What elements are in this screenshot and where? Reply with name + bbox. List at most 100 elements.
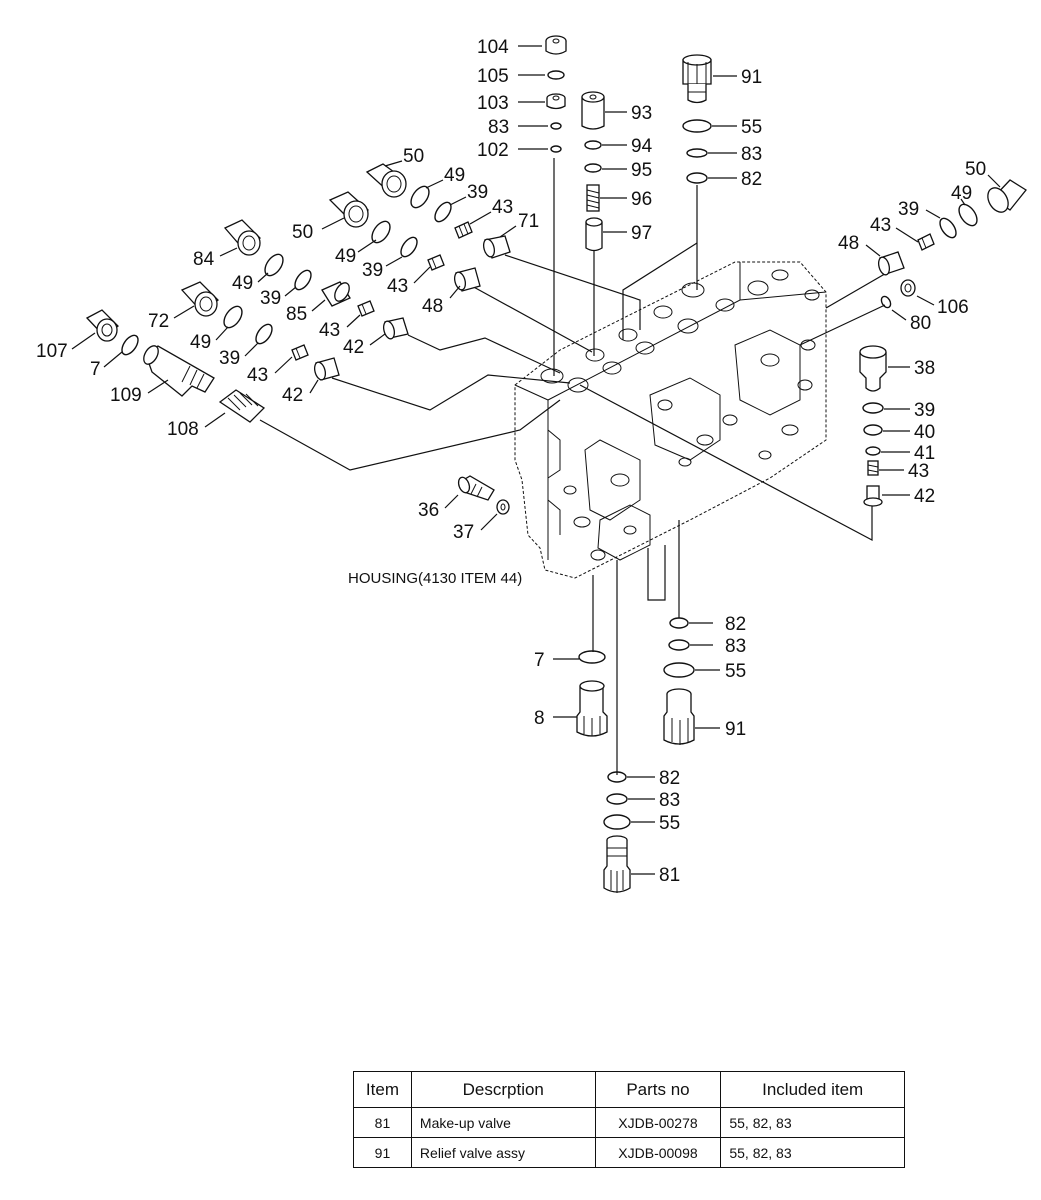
callout-55: 55 [741, 117, 762, 138]
callout-105: 105 [477, 66, 509, 87]
o-ring-83-bottom [606, 793, 628, 805]
callout-43: 43 [908, 461, 929, 482]
plug-72 [180, 281, 219, 317]
callout-leaders [71, 45, 1001, 875]
poppet-97 [585, 217, 603, 252]
spring-43f [867, 460, 879, 476]
o-ring-39d [255, 323, 273, 345]
o-ring-102 [550, 145, 562, 153]
callout-48: 48 [422, 296, 443, 317]
sleeve-93 [581, 91, 605, 130]
callout-108: 108 [167, 419, 199, 440]
cell-description: Make-up valve [410, 1107, 596, 1138]
piston-42c [863, 485, 883, 507]
callout-104: 104 [477, 37, 509, 58]
leader-lines [259, 158, 896, 775]
piston-48b [877, 251, 905, 276]
callout-95: 95 [631, 160, 652, 181]
callout-102: 102 [477, 140, 509, 161]
spring-108 [218, 389, 266, 423]
cell-parts-no: XJDB-00278 [594, 1107, 722, 1138]
header-parts-no: Parts no [594, 1071, 722, 1108]
housing-caption: HOUSING(4130 ITEM 44) [348, 570, 522, 587]
callout-83: 83 [725, 636, 746, 657]
o-ring-95 [584, 163, 602, 173]
header-description: Descrption [410, 1071, 596, 1108]
spring-43b [427, 254, 445, 271]
plug-107 [85, 309, 120, 342]
spring-96 [586, 184, 600, 212]
callout-55: 55 [659, 813, 680, 834]
callout-50: 50 [965, 159, 986, 180]
o-ring-55-top [682, 119, 712, 133]
table-row: 91 Relief valve assy XJDB-00098 55, 82, … [353, 1137, 905, 1168]
callout-39: 39 [898, 199, 919, 220]
piston-42a [382, 317, 409, 340]
header-item: Item [353, 1071, 412, 1108]
callout-83: 83 [741, 144, 762, 165]
o-ring-49e [958, 203, 978, 227]
make-up-valve-81 [603, 835, 631, 893]
o-ring-39a [434, 201, 452, 223]
o-ring-49d [223, 305, 243, 329]
callout-49: 49 [190, 332, 211, 353]
relief-valve-91-top [682, 54, 712, 104]
callout-48: 48 [838, 233, 859, 254]
callout-39: 39 [914, 400, 935, 421]
callout-82: 82 [725, 614, 746, 635]
callout-8: 8 [534, 708, 545, 729]
callout-82: 82 [741, 169, 762, 190]
callout-84: 84 [193, 249, 215, 270]
plug-106 [900, 279, 916, 297]
cell-item: 91 [353, 1137, 412, 1168]
bolt-36 [457, 475, 495, 501]
o-ring-7-bottom [578, 650, 606, 664]
washer-37 [496, 499, 510, 515]
callout-55: 55 [725, 661, 746, 682]
callout-91: 91 [725, 719, 746, 740]
relief-valve-91-bottom [663, 688, 695, 745]
o-ring-49c [264, 253, 284, 277]
spring-43a [454, 221, 473, 239]
callout-43: 43 [870, 215, 891, 236]
callout-83: 83 [659, 790, 680, 811]
header-included-item: Included item [720, 1071, 905, 1108]
callout-72: 72 [148, 311, 169, 332]
parts-table: Item Descrption Parts no Included item 8… [353, 1071, 905, 1168]
exploded-parts-diagram: 104 105 103 83 102 93 94 95 96 97 91 55 … [36, 35, 1027, 893]
callout-91: 91 [741, 67, 762, 88]
callout-43: 43 [247, 365, 268, 386]
callout-50: 50 [403, 146, 424, 167]
o-ring-41 [865, 446, 881, 456]
spring-43c [357, 300, 375, 317]
callout-49: 49 [951, 183, 972, 204]
o-ring-82-top [686, 172, 708, 184]
plug-50-top [365, 163, 407, 198]
o-ring-83-top [550, 122, 562, 130]
callout-39: 39 [362, 260, 383, 281]
o-ring-94 [584, 140, 602, 150]
cell-item: 81 [353, 1107, 412, 1138]
o-ring-83-bottom-right [668, 639, 690, 651]
o-ring-82-bottom [607, 771, 627, 783]
callout-83: 83 [488, 117, 509, 138]
callout-39: 39 [219, 348, 240, 369]
o-ring-55-bottom-right [663, 662, 695, 678]
callout-40: 40 [914, 422, 935, 443]
o-ring-39f [862, 402, 884, 414]
callout-109: 109 [110, 385, 142, 406]
plug-50-right [987, 179, 1027, 213]
callout-49: 49 [335, 246, 356, 267]
o-ring-49b [371, 220, 391, 244]
plug-84 [223, 219, 261, 256]
callout-38: 38 [914, 358, 935, 379]
plug-103 [546, 93, 566, 110]
piston-71 [482, 235, 511, 259]
plug-8 [576, 680, 608, 737]
callout-42: 42 [343, 337, 364, 358]
piston-42b [313, 357, 340, 381]
callout-39: 39 [260, 288, 281, 309]
cell-included: 55, 82, 83 [720, 1107, 905, 1138]
piston-48a [453, 267, 481, 292]
o-ring-7-left [121, 334, 139, 356]
